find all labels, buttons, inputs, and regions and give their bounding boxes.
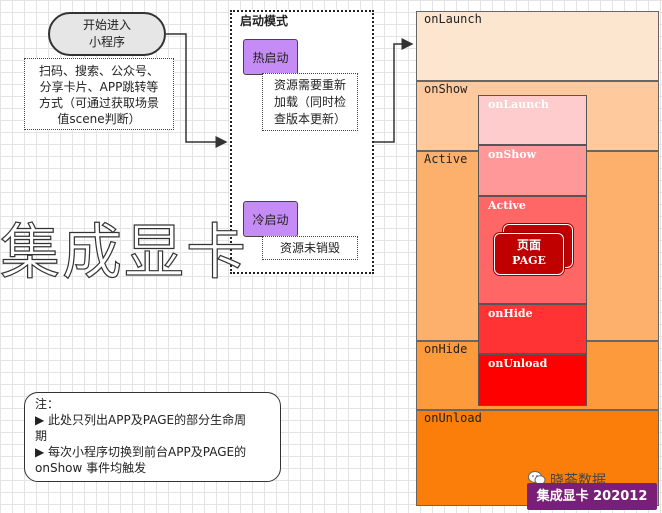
cold-start-note: 资源未销毁 bbox=[262, 236, 358, 260]
page-stage-label: onShow bbox=[488, 148, 537, 161]
app-band-label: Active bbox=[424, 152, 468, 166]
page-stage-label: Active bbox=[488, 199, 526, 212]
page-stage-onunload bbox=[478, 354, 587, 406]
mode-to-lifecycle-arrow bbox=[374, 38, 414, 143]
entry-methods-note: 扫码、搜索、公众号、 分享卡片、APP跳转等 方式（可通过获取场景 值scene… bbox=[24, 58, 174, 130]
wechat-icon bbox=[528, 471, 546, 485]
page-card: 页面 PAGE bbox=[494, 233, 564, 275]
app-band-label: onUnload bbox=[424, 411, 482, 425]
brand-tag: 集成显卡 202012 bbox=[527, 483, 657, 510]
page-card-subtitle: PAGE bbox=[512, 254, 546, 267]
hot-start-note: 资源需要重新 加载（同时检 查版本更新） bbox=[262, 73, 358, 131]
watermark-text: 集成显卡 bbox=[0, 217, 248, 288]
page-stage-label: onLaunch bbox=[488, 98, 549, 111]
footnote-item: ▶ 此处只列出APP及PAGE的部分生命周 期 bbox=[35, 413, 247, 443]
launch-mode-title: 启动模式 bbox=[240, 14, 289, 28]
app-band-label: onHide bbox=[424, 342, 468, 356]
cold-start-box: 冷启动 bbox=[243, 201, 298, 237]
app-band-onlaunch bbox=[416, 11, 659, 81]
footnote-item: ▶ 每次小程序切换到前台APP及PAGE的 onShow 事件均触发 bbox=[35, 445, 247, 475]
page-stage-label: onUnload bbox=[488, 357, 548, 370]
footnote-box: 注： ▶ 此处只列出APP及PAGE的部分生命周 期 ▶ 每次小程序切换到前台A… bbox=[24, 392, 281, 482]
footnote-title: 注： bbox=[35, 397, 60, 411]
start-node: 开始进入 小程序 bbox=[48, 12, 166, 56]
app-band-label: onShow bbox=[424, 82, 468, 96]
page-stage-onhide bbox=[478, 304, 587, 354]
app-band-label: onLaunch bbox=[424, 12, 482, 26]
page-stage-onlaunch bbox=[478, 95, 587, 145]
hot-start-box: 热启动 bbox=[243, 39, 298, 75]
page-stage-label: onHide bbox=[488, 307, 533, 320]
page-card-title: 页面 bbox=[516, 238, 541, 252]
page-stage-onshow bbox=[478, 145, 587, 196]
start-to-mode-arrow bbox=[166, 33, 228, 148]
